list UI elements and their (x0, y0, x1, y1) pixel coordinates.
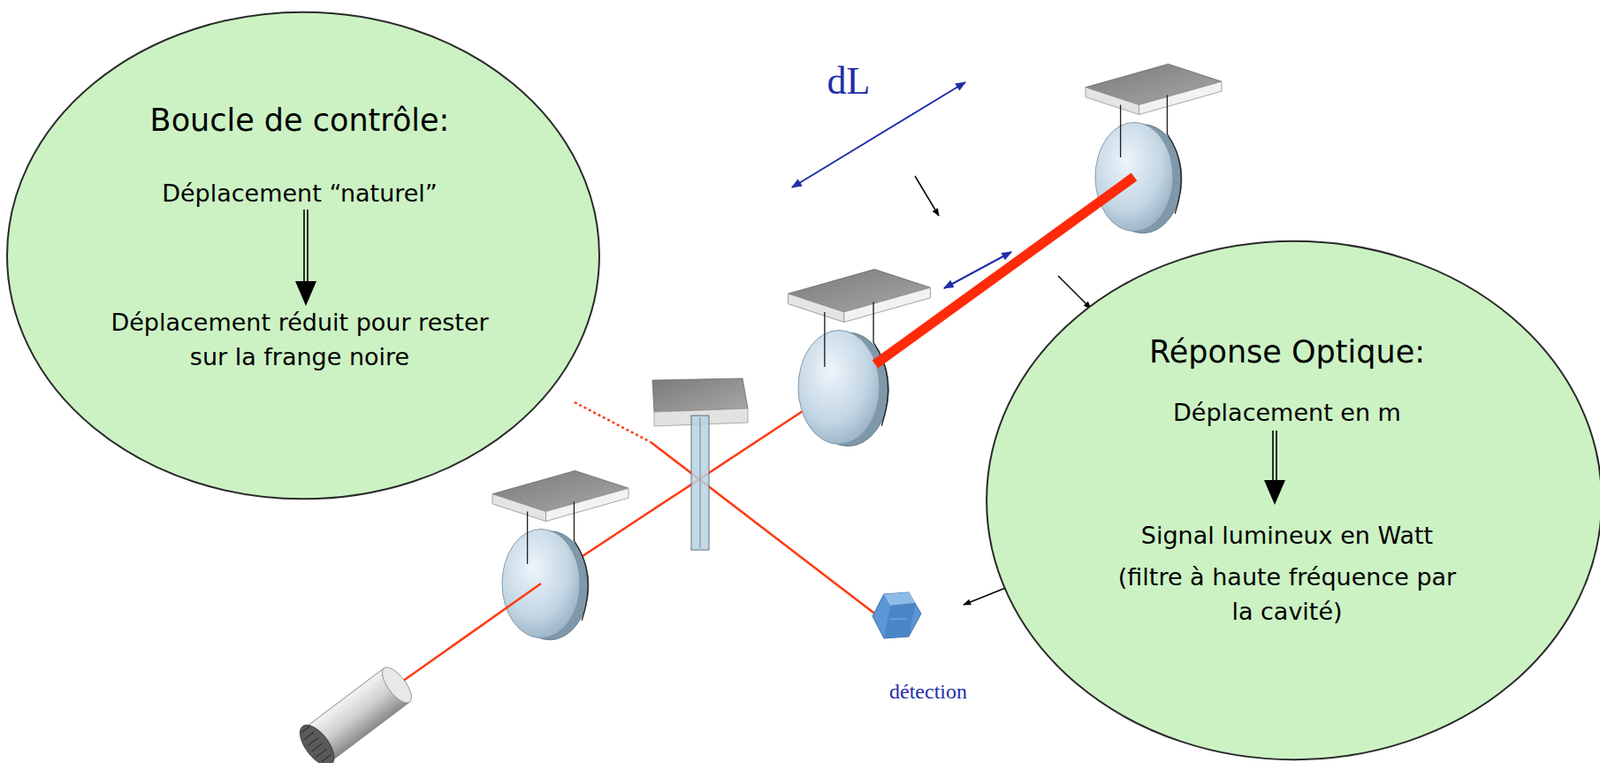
arrow-shaft (1275, 430, 1278, 482)
ellipse-text: Signal lumineux en Watt (1141, 518, 1433, 553)
ellipse-shape (7, 12, 600, 500)
length-label: dL (827, 60, 871, 103)
arrow-shaft (1272, 430, 1274, 482)
pointer-arrow (963, 586, 1008, 605)
callout-ellipse: Boucle de contrôle: Déplacement “naturel”… (5, 10, 602, 501)
pointer-arrow (1058, 275, 1091, 309)
ellipse-text: Déplacement en m (1173, 395, 1402, 430)
laser-source (293, 660, 419, 763)
laser-beam (396, 583, 541, 686)
beamsplitter (652, 378, 748, 550)
callout-ellipse: Réponse Optique: Déplacement en m Signal l… (984, 239, 1600, 762)
end-mirror (1085, 63, 1222, 233)
input-mirror (492, 470, 629, 640)
ellipse-outline (984, 239, 1600, 762)
pointer-arrow (914, 175, 939, 216)
implies-arrow (1261, 430, 1288, 505)
length-arrow (792, 82, 966, 188)
implies-arrow (292, 209, 320, 306)
arrow-head (1264, 480, 1286, 505)
dashed-beam (574, 402, 651, 442)
arrow-shaft (303, 209, 305, 283)
cavity-input-mirror (788, 269, 931, 447)
ellipse-text: Déplacement réduit pour rester sur la fr… (105, 304, 495, 374)
detector-label: détection (889, 679, 968, 703)
ellipse-shape (986, 241, 1600, 760)
arrow-head (295, 281, 317, 306)
displacement-arrow (944, 251, 1012, 289)
ellipse-text: Déplacement “naturel” (161, 175, 438, 211)
ellipse-heading: Réponse Optique: (1149, 329, 1425, 375)
arrow-shaft (306, 209, 309, 283)
laser-beam (650, 441, 884, 621)
ellipse-heading: Boucle de contrôle: (150, 98, 450, 144)
ellipse-text: (filtre à haute fréquence par la cavité) (1105, 559, 1469, 629)
ellipse-outline (5, 10, 602, 501)
photodetector (872, 592, 922, 639)
